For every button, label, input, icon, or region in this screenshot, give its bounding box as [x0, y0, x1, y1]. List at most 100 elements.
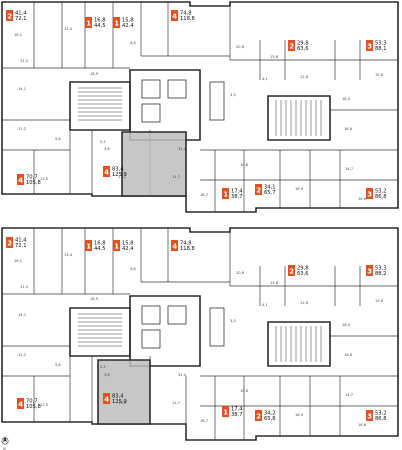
apartment-rooms: 3 — [367, 43, 372, 51]
room-area-label: 16,7 — [200, 419, 208, 423]
stair-core-right-b — [267, 321, 331, 367]
apartment-area-total: 70,7 — [26, 175, 38, 181]
apartment-rooms-badge — [6, 10, 13, 21]
apartment-rooms: 4 — [18, 401, 23, 409]
room-area-label: 16,1 — [14, 259, 22, 263]
apartment-area-total: 53,3 — [375, 266, 387, 272]
apartment-area-living: 125,9 — [112, 172, 127, 178]
apartment-rooms-badge — [222, 406, 229, 417]
apartment-area-living: 88,1 — [375, 46, 387, 52]
apartment-rooms-badge — [17, 398, 24, 409]
lift-1-b — [141, 305, 161, 325]
floor-bottom — [1, 227, 399, 441]
apartment-rooms-badge — [255, 184, 262, 195]
apartment-area-living: 88,2 — [375, 271, 387, 277]
lift-core — [129, 69, 201, 141]
room-area-label: 16,9 — [295, 413, 304, 417]
stair-bottom-right — [275, 326, 322, 362]
apartment-area-living: 63,6 — [297, 46, 309, 52]
apartment-rooms: 1 — [223, 409, 228, 417]
apartment-rooms: 4 — [18, 177, 23, 185]
room-area-label: 15,8 — [375, 73, 384, 77]
apartment-area-living: 86,8 — [375, 416, 387, 422]
room-area-label: 13,4 — [64, 27, 73, 31]
apartment-rooms: 2 — [7, 240, 12, 248]
stair-top-left — [78, 87, 122, 121]
apartment-area-living: 38,7 — [231, 412, 243, 418]
room-area-label: 4,8 — [130, 267, 136, 271]
apartment-rooms-badge — [85, 240, 92, 251]
room-area-label: 11,7 — [172, 175, 180, 179]
apartment-rooms-badge — [366, 188, 373, 199]
apartment-rooms: 4 — [104, 396, 109, 404]
apartment-rooms: 2 — [289, 43, 294, 51]
apartment-area-total: 29,8 — [297, 41, 309, 47]
apartment-area-total: 53,2 — [375, 189, 387, 195]
apartment-rooms: 4 — [104, 169, 109, 177]
room-area-label: 5,2 — [100, 365, 106, 369]
apartment-area-total: 34,2 — [264, 411, 276, 417]
apartment-rooms-badge — [366, 40, 373, 51]
apartment-area-living: 86,8 — [375, 194, 387, 200]
apartment-area-living: 42,4 — [122, 246, 134, 252]
floor-top — [1, 1, 399, 213]
room-area-label: 12,5 — [40, 403, 48, 407]
apartment-area-total: 41,4 — [15, 11, 27, 17]
lift-3 — [167, 79, 187, 99]
apartment-rooms: 3 — [367, 191, 372, 199]
apartment-area-total: 83,4 — [112, 167, 124, 173]
apartment-area-living: 38,7 — [231, 194, 243, 200]
lift-core-b — [129, 295, 201, 367]
room-area-label: 11,2 — [20, 59, 28, 63]
apartment-rooms-badge — [113, 17, 120, 28]
apartment-rooms: 2 — [256, 187, 261, 195]
room-area-label: 12,5 — [40, 177, 48, 181]
stair-core-left-b — [69, 307, 131, 357]
apartment-area-total: 34,1 — [264, 185, 276, 191]
apartment-area-living: 118,8 — [180, 16, 195, 22]
room-area-label: 18,9 — [90, 72, 99, 76]
lift-4 — [209, 81, 225, 121]
apartment-rooms-badge — [103, 166, 110, 177]
room-area-label: 31,4 — [178, 147, 187, 151]
apartment-area-total: 74,8 — [180, 11, 192, 17]
stair-core-right — [267, 95, 331, 141]
room-area-label: 12,2 — [18, 127, 26, 131]
room-area-label: 5,2 — [100, 140, 106, 144]
apartment-rooms-badge — [171, 240, 178, 251]
apartment-area-living: 65,7 — [264, 190, 276, 196]
apartment-rooms-badge — [288, 40, 295, 51]
apartment-rooms: 1 — [223, 191, 228, 199]
apartment-area-total: 29,8 — [297, 266, 309, 272]
apartment-area-total: 53,3 — [375, 41, 387, 47]
apartment-area-total: 53,2 — [375, 411, 387, 417]
apartment-rooms: 2 — [7, 13, 12, 21]
highlight-apartment-b — [98, 360, 150, 424]
room-area-label: 10,6 — [240, 389, 249, 393]
room-area-label: 16,9 — [295, 187, 304, 191]
room-area-label: 14,1 — [18, 313, 26, 317]
room-area-label: 14,7 — [345, 393, 353, 397]
